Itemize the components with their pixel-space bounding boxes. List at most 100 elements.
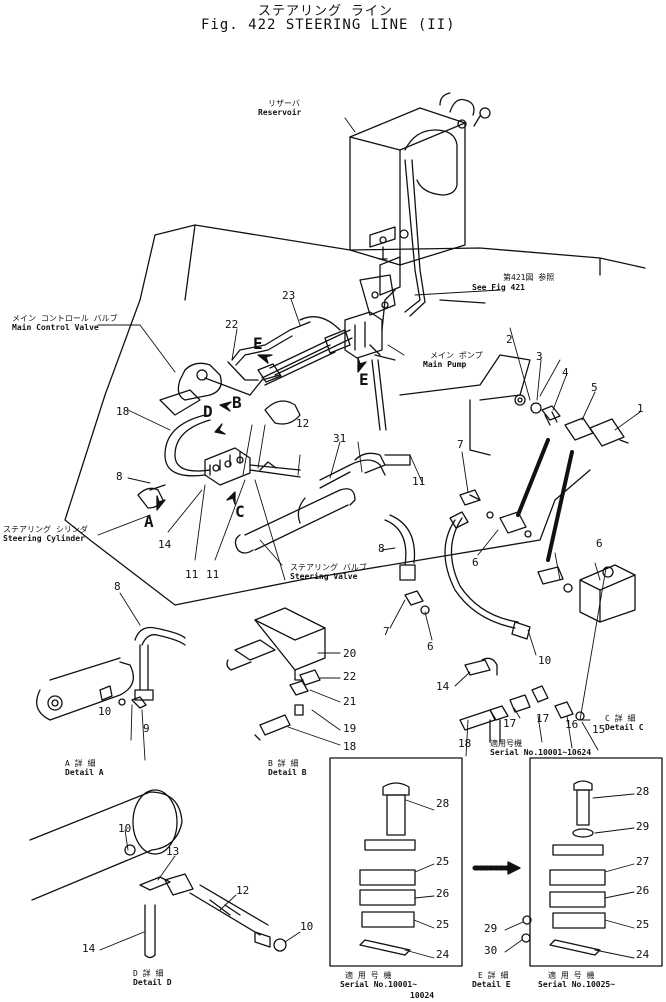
view-letter-c: C [235, 502, 245, 521]
part-number-30-e2: 30 [484, 944, 498, 957]
part-number-17-c: 17 [503, 717, 517, 730]
view-letter-b: B [232, 393, 242, 412]
hose-11-right [444, 511, 531, 640]
part-number-9-a: 9 [143, 722, 150, 735]
detail-e-arrow [472, 861, 521, 875]
part-number-18-c: 18 [458, 737, 472, 750]
reservoir-pipes [359, 159, 486, 317]
part-number-23: 23 [282, 289, 296, 302]
part-number-1: 1 [637, 402, 644, 415]
steering-valve-label-jp: ステアリング バルブ [290, 563, 367, 572]
steering-cylinder-label: Steering Cylinder [3, 534, 85, 543]
view-letter-e: E [359, 370, 369, 389]
detail-b [226, 607, 326, 741]
part-number-15-c: 15 [592, 723, 606, 736]
part-number-11b: 11 [206, 568, 220, 581]
part-number-6b: 6 [596, 537, 603, 550]
detail-b-label-jp: B 詳 細 [268, 759, 299, 768]
part-number-31: 31 [333, 432, 347, 445]
part-number-8: 8 [116, 470, 123, 483]
part-number-6-mid: 6 [427, 640, 434, 653]
part-number-27-e2: 27 [636, 855, 650, 868]
detail-c-label-jp: C 詳 細 [605, 714, 636, 723]
steering-valve-label: Steering Valve [290, 572, 358, 581]
detail-c-label: Detail C [605, 723, 644, 732]
detail-e-label-jp: E 詳 細 [478, 971, 509, 980]
fittings-7 [404, 489, 481, 615]
part-number-13-d: 13 [166, 845, 180, 858]
part-number-7: 7 [457, 438, 464, 451]
part-number-10-mid: 10 [538, 654, 552, 667]
main-pump-label: Main Pump [423, 360, 467, 369]
pipe-23 [257, 316, 353, 386]
view-letter-e-top: E [253, 334, 263, 353]
part-number-14-c: 14 [436, 680, 450, 693]
main-control-valve [159, 361, 301, 425]
detail-d [29, 789, 287, 959]
leader-lines [97, 117, 641, 959]
serial-e2-label: Serial No.10025~ [538, 980, 616, 989]
main-control-valve-label: Main Control Valve [12, 323, 99, 332]
detail-c [459, 657, 585, 743]
see-fig-label-jp: 第421図 参照 [503, 273, 555, 282]
part-number-29-e2b: 29 [484, 922, 498, 935]
part-number-26-e1: 26 [436, 887, 450, 900]
view-letter-a: A [144, 512, 154, 531]
steering-cylinder-label-jp: ステアリング シリンダ [3, 525, 88, 534]
serial-c-label-jp: 適用号機 [490, 739, 522, 748]
detail-e-label: Detail E [472, 980, 511, 989]
serial-e1-label: Serial No.10001~ [340, 980, 418, 989]
view-arrows [156, 354, 367, 511]
part-number-12-d: 12 [236, 884, 250, 897]
part-number-10-a: 10 [98, 705, 112, 718]
detail-d-label-jp: D 詳 細 [133, 969, 164, 978]
main-pump-label-jp: メイン ポンプ [430, 351, 483, 360]
part-number-5: 5 [591, 381, 598, 394]
part-number-4: 4 [562, 366, 569, 379]
part-number-3: 3 [536, 350, 543, 363]
detail-e-box-1 [329, 757, 463, 967]
part-number-25-e1b: 25 [436, 918, 450, 931]
frame-outline [64, 224, 646, 606]
serial-e1-label-jp: 適 用 号 機 [345, 971, 392, 980]
part-number-8-mid: 8 [378, 542, 385, 555]
title-japanese: ステアリング ライン [258, 4, 393, 19]
part-number-28-e2: 28 [636, 785, 650, 798]
reservoir-label-jp: リザーバ [268, 99, 300, 108]
part-number-18: 18 [116, 405, 130, 418]
part-number-10-d: 10 [118, 822, 132, 835]
part-number-2: 2 [506, 333, 513, 346]
part-number-22: 22 [225, 318, 239, 331]
detail-c-block [486, 511, 636, 623]
detail-a-label: Detail A [65, 768, 104, 777]
detail-b-label: Detail B [268, 768, 307, 777]
part-number-11c: 11 [412, 475, 426, 488]
part-number-25-e2: 25 [636, 918, 650, 931]
part-number-29-e2: 29 [636, 820, 650, 833]
hose-31 [319, 452, 411, 489]
part-number-25-e1: 25 [436, 855, 450, 868]
part-number-28-e1: 28 [436, 797, 450, 810]
part-number-24-e2: 24 [636, 948, 650, 961]
view-letter-d: D [203, 402, 213, 421]
serial-e1-label-end: 10024 [410, 991, 435, 1000]
hose-22 [231, 321, 311, 366]
hose-18 [164, 414, 211, 477]
part-number-19-b: 19 [343, 722, 357, 735]
part-number-14: 14 [158, 538, 172, 551]
part-number-26-e2: 26 [636, 884, 650, 897]
serial-c-label: Serial No.10001~10624 [490, 748, 592, 757]
part-number-12: 12 [296, 417, 310, 430]
reservoir-tank [349, 92, 491, 266]
part-number-8-a: 8 [114, 580, 121, 593]
part-number-6: 6 [472, 556, 479, 569]
part-number-7-mid: 7 [383, 625, 390, 638]
detail-d-label: Detail D [133, 978, 172, 987]
parts-1-5 [514, 394, 629, 562]
detail-a [36, 626, 186, 721]
part-number-18-b: 18 [343, 740, 357, 753]
part-number-24-e1: 24 [436, 948, 450, 961]
detail-a-label-jp: A 詳 細 [65, 759, 96, 768]
steering-cylinder [137, 484, 356, 554]
